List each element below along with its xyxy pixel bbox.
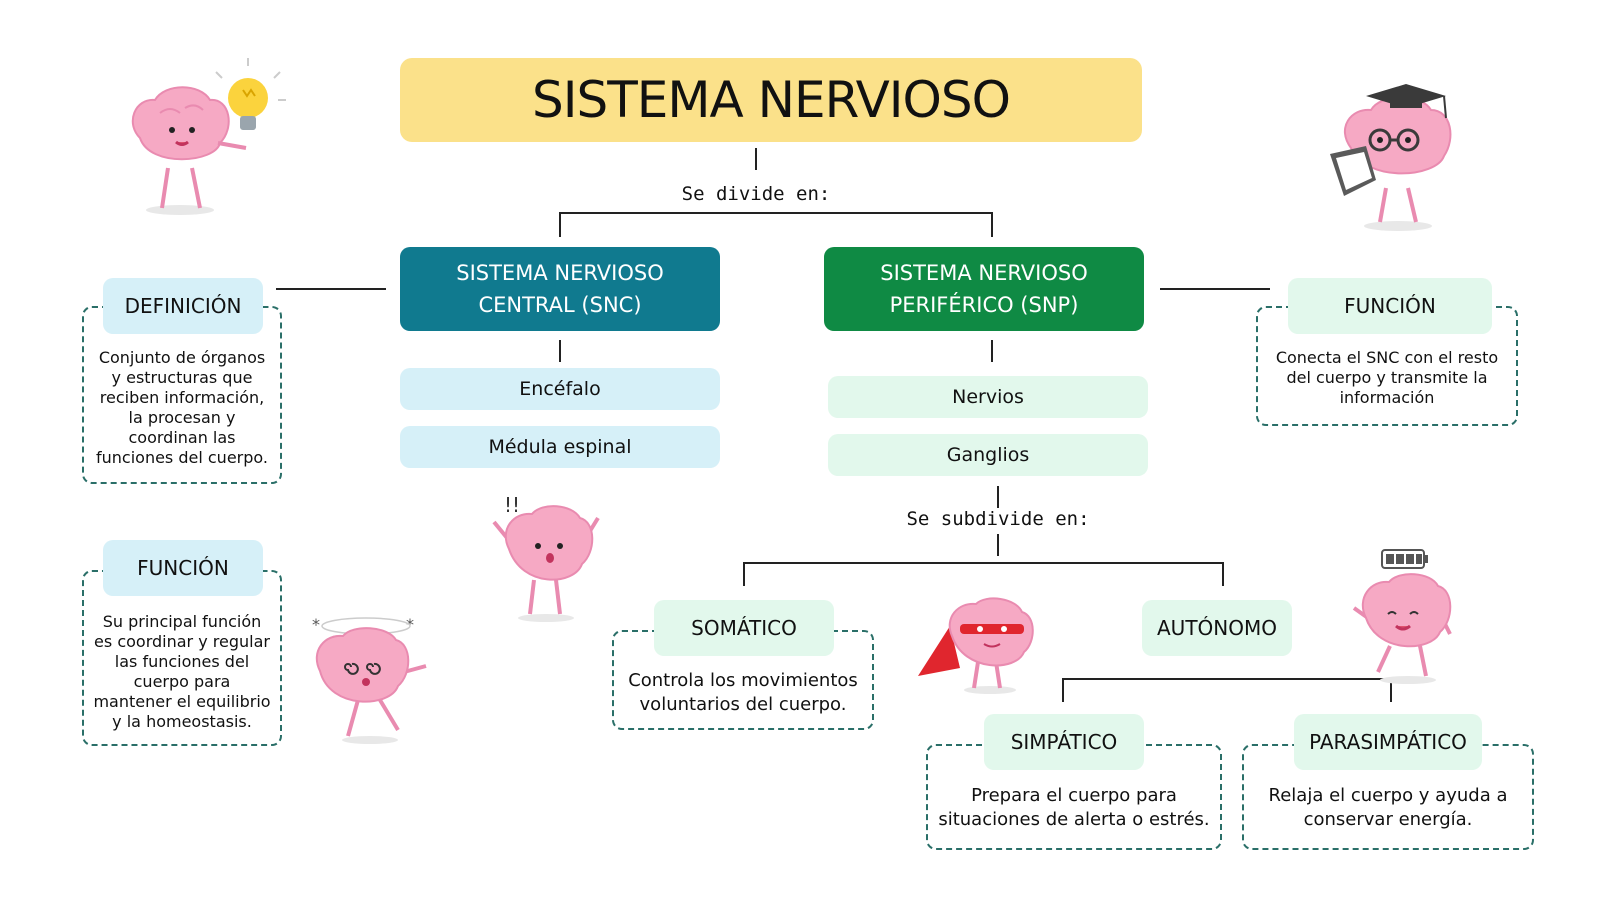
svg-text:!!: !! [504,493,520,517]
funcion-snp-line: del cuerpo y transmite la [1286,368,1488,387]
brain-battery-icon [1352,549,1452,684]
funcion-snc-tag: FUNCIÓN [103,540,263,596]
connector-line [997,486,999,508]
definicion-line: funciones del cuerpo. [96,448,268,467]
connector-line [1062,678,1064,702]
snc-line1: SISTEMA NERVIOSO [456,261,664,285]
definicion-box [82,306,282,484]
funcion-snc-line: y la homeostasis. [112,712,252,731]
connector-line [991,340,993,362]
connector-line [559,340,561,362]
snp-line2: PERIFÉRICO (SNP) [889,293,1079,317]
parasimpatico-line: conservar energía. [1303,809,1473,830]
connector-line [1160,288,1270,290]
svg-text:*: * [312,615,320,634]
definicion-line: Conjunto de órganos [98,348,266,367]
simpatico-line: Prepara el cuerpo para [971,785,1177,806]
subdivide-label: Se subdivide en: [906,508,1090,530]
funcion-snc-line: Su principal función [102,612,262,631]
brain-superhero-icon [918,597,1034,694]
somatico-line: Controla los movimientos [628,670,858,691]
snc-item-encefalo: Encéfalo [400,368,720,410]
simpatico-tag: SIMPÁTICO [984,714,1144,770]
snc-item-medula: Médula espinal [400,426,720,468]
funcion-snp-text: Conecta el SNC con el resto del cuerpo y… [1260,344,1514,412]
somatico-line: voluntarios del cuerpo. [639,694,847,715]
definicion-tag: DEFINICIÓN [103,278,263,334]
parasimpatico-tag: PARASIMPÁTICO [1294,714,1482,770]
simpatico-text: Prepara el cuerpo para situaciones de al… [930,780,1218,836]
funcion-snp-line: Conecta el SNC con el resto [1275,348,1499,367]
funcion-snc-box [82,570,282,746]
connector-line [276,288,386,290]
brain-lightbulb-icon [131,58,286,215]
funcion-snc-line: mantener el equilibrio [93,692,271,711]
simpatico-line: situaciones de alerta o estrés. [938,809,1210,830]
snp-item-nervios: Nervios [828,376,1148,418]
funcion-snc-line: es coordinar y regular [94,632,270,651]
connector-line [991,212,993,237]
somatico-text: Controla los movimientos voluntarios del… [616,666,870,720]
brain-graduate-icon [1330,84,1452,231]
funcion-snp-line: información [1339,388,1435,407]
definicion-line: y estructuras que [111,368,253,387]
definicion-line: la procesan y [128,408,236,427]
connector-line [743,562,745,586]
funcion-snc-line: cuerpo para [133,672,231,691]
funcion-snp-tag: FUNCIÓN [1288,278,1492,334]
definicion-line: coordinan las [128,428,236,447]
autonomo-tag: AUTÓNOMO [1142,600,1292,656]
snp-box: SISTEMA NERVIOSO PERIFÉRICO (SNP) [824,247,1144,331]
snc-box: SISTEMA NERVIOSO CENTRAL (SNC) [400,247,720,331]
connector-line [559,212,561,237]
definicion-line: reciben información, [99,388,265,407]
divide-label: Se divide en: [681,183,831,205]
snc-line2: CENTRAL (SNC) [478,293,642,317]
connector-line [1390,678,1392,702]
funcion-snc-text: Su principal función es coordinar y regu… [86,608,278,736]
connector-line [755,148,757,170]
connector-line [559,212,993,214]
brain-dizzy-icon: * * [312,615,427,744]
connector-line [997,534,999,556]
brain-surprised-icon: !! [492,493,600,622]
snp-item-ganglios: Ganglios [828,434,1148,476]
snp-line1: SISTEMA NERVIOSO [880,261,1088,285]
connector-line [743,562,1224,564]
funcion-snc-line: las funciones del [114,652,250,671]
parasimpatico-text: Relaja el cuerpo y ayuda a conservar ene… [1246,780,1530,836]
connector-line [1062,678,1392,680]
page-title: SISTEMA NERVIOSO [400,58,1142,142]
connector-line [1222,562,1224,586]
definicion-text: Conjunto de órganos y estructuras que re… [86,344,278,472]
somatico-tag: SOMÁTICO [654,600,834,656]
parasimpatico-line: Relaja el cuerpo y ayuda a [1268,785,1508,806]
